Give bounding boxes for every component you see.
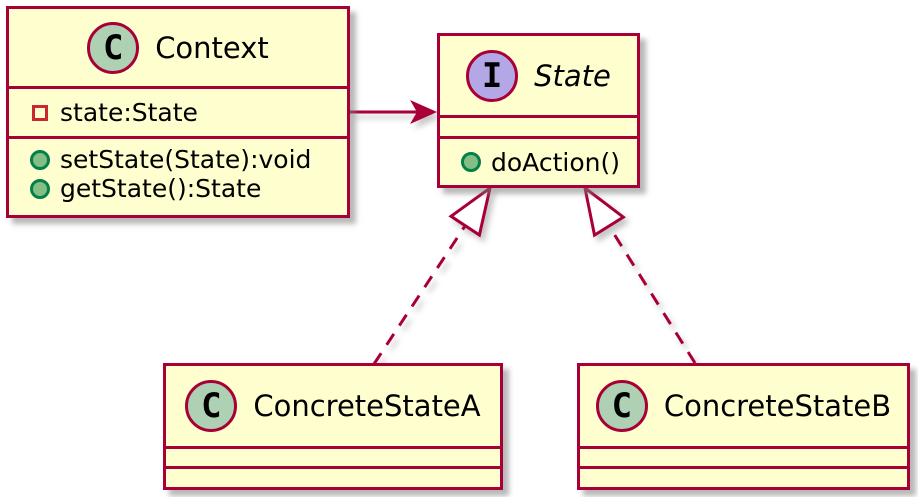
realization-line-concrete-b xyxy=(607,225,697,364)
private-field-icon xyxy=(32,104,48,121)
fields-section: state:State xyxy=(9,86,347,136)
spot-letter: C xyxy=(611,386,633,426)
methods-section: doAction() xyxy=(440,136,637,185)
class-header: C ConcreteStateB xyxy=(580,366,907,446)
class-header: C Context xyxy=(9,9,347,86)
interface-header: I State xyxy=(440,36,637,115)
interface-box-state: I State doAction() xyxy=(437,33,640,188)
class-header: C ConcreteStateA xyxy=(166,366,500,446)
fields-section-empty xyxy=(580,446,907,466)
class-name: ConcreteStateA xyxy=(253,389,481,423)
method-label: doAction() xyxy=(491,147,620,177)
field-label: state:State xyxy=(60,98,198,127)
methods-section-empty xyxy=(580,466,907,487)
class-name: Context xyxy=(155,30,269,65)
method-row: getState():State xyxy=(9,174,347,203)
public-method-icon xyxy=(30,149,50,170)
public-method-icon xyxy=(461,152,481,172)
association-arrowhead-icon xyxy=(410,100,437,124)
realization-triangle-a-icon xyxy=(448,184,493,238)
class-spot-icon: C xyxy=(185,380,238,432)
interface-name: State xyxy=(534,58,611,93)
method-row: setState(State):void xyxy=(9,145,347,174)
methods-section-empty xyxy=(166,466,500,487)
field-row: state:State xyxy=(9,98,198,127)
methods-section: setState(State):void getState():State xyxy=(9,136,347,215)
method-row: doAction() xyxy=(440,148,620,177)
realization-triangle-b-icon xyxy=(582,184,626,238)
method-label: getState():State xyxy=(60,174,262,203)
interface-spot-icon: I xyxy=(466,49,519,102)
class-spot-icon: C xyxy=(87,21,140,74)
method-label: setState(State):void xyxy=(60,145,312,174)
realization-line-concrete-a xyxy=(372,225,467,365)
class-name: ConcreteStateB xyxy=(663,389,892,423)
spot-letter: C xyxy=(201,386,222,426)
spot-letter: C xyxy=(102,27,124,68)
public-method-icon xyxy=(30,178,50,199)
fields-section-empty xyxy=(166,446,500,466)
fields-section-empty xyxy=(440,115,637,136)
spot-letter: I xyxy=(481,55,503,96)
class-box-context: C Context state:State setState(State):vo… xyxy=(6,6,350,218)
class-box-concrete-state-b: C ConcreteStateB xyxy=(577,363,910,490)
class-spot-icon: C xyxy=(595,380,648,432)
class-box-concrete-state-a: C ConcreteStateA xyxy=(163,363,503,490)
